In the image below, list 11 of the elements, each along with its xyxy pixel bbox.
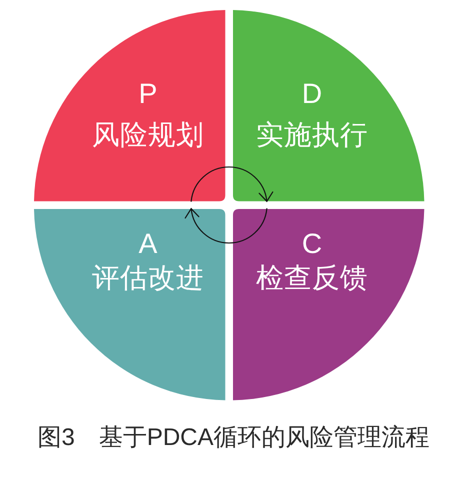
stage-letter: P — [138, 78, 158, 110]
curved-arrow — [184, 208, 268, 244]
stage-letter: A — [138, 228, 158, 260]
stage-name: 实施执行 — [256, 118, 368, 151]
stage-name: 风险规划 — [92, 118, 204, 151]
stage-name: 评估改进 — [92, 262, 204, 294]
curved-arrow — [190, 166, 274, 202]
stage-name: 检查反馈 — [256, 262, 368, 294]
stage-letter: C — [302, 228, 322, 260]
stage-letter: D — [302, 78, 322, 110]
figure-caption: 图3 基于PDCA循环的风险管理流程 — [37, 424, 430, 453]
